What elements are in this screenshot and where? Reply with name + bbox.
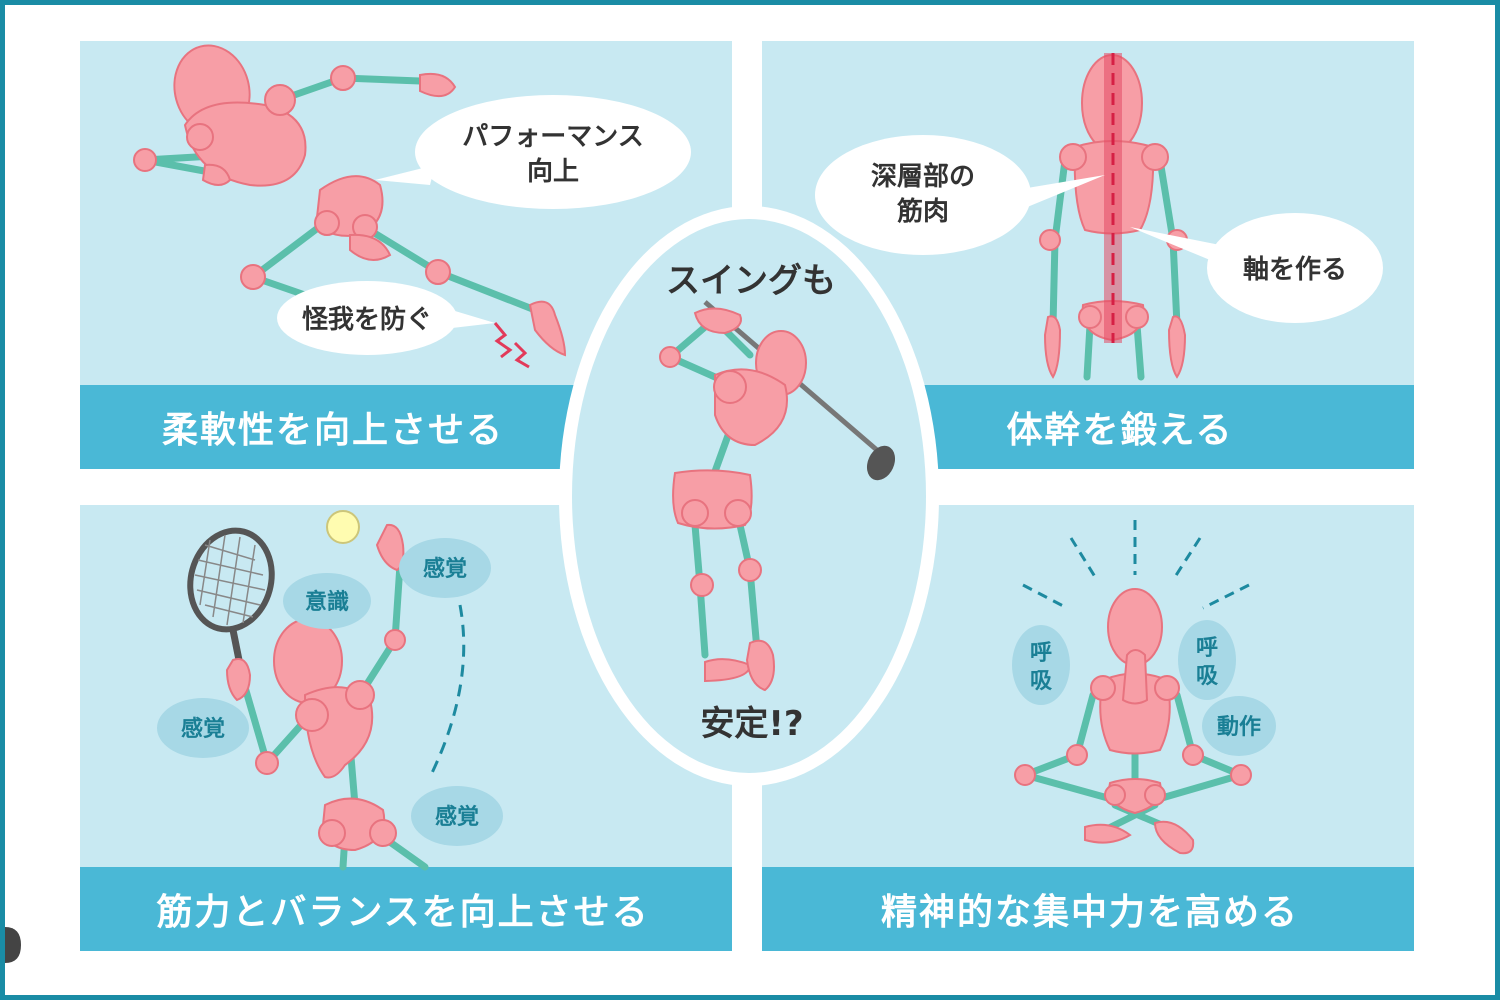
oval-awareness-label: 意識	[305, 589, 349, 615]
banner-focus	[762, 867, 1414, 951]
oval-breath-left-2: 吸	[1030, 669, 1053, 694]
tennis-figure	[187, 510, 466, 871]
oval-breath-right-2: 吸	[1196, 664, 1219, 689]
bubble-axis: 軸を作る	[1130, 213, 1383, 323]
meditation-figure	[1014, 520, 1252, 855]
oval-breath-left-1: 呼	[1030, 641, 1052, 666]
banner-core-label: 体幹を鍛える	[1007, 409, 1234, 451]
oval-sense-bottom-label: 感覚	[435, 804, 479, 830]
bubble-performance-line1: パフォーマンス	[462, 122, 643, 152]
banner-balance-label: 筋力とバランスを向上させる	[156, 892, 649, 933]
center-top-text: スイングも	[666, 261, 836, 301]
bubble-deep-muscle: 深層部の 筋肉	[815, 135, 1105, 255]
bubble-deep-line2: 筋肉	[897, 196, 949, 227]
lightning-zigzag-icon	[493, 322, 513, 359]
oval-sense-left-label: 感覚	[181, 716, 225, 742]
oval-breath-left: 呼 吸	[1012, 625, 1070, 705]
oval-sense-left: 感覚	[157, 698, 249, 758]
tennis-ball-icon	[326, 510, 360, 544]
bubble-injury-label: 怪我を防ぐ	[302, 305, 432, 335]
oval-breath-right: 呼 吸	[1178, 620, 1236, 700]
bubble-injury: 怪我を防ぐ	[277, 281, 495, 355]
oval-sense-top-label: 感覚	[423, 556, 467, 582]
bubble-performance: パフォーマンス 向上	[375, 95, 691, 209]
bubble-deep-line1: 深層部の	[871, 162, 975, 192]
infographic-artwork: 柔軟性を向上させる 体幹を鍛える 筋力とバランスを向上させる 精神的な集中力を高…	[5, 41, 1414, 963]
core-figure	[1039, 53, 1188, 381]
oval-breath-right-1: 呼	[1196, 636, 1218, 661]
golf-figure	[659, 300, 896, 692]
oval-motion-label: 動作	[1217, 715, 1261, 740]
banner-focus-label: 精神的な集中力を高める	[881, 892, 1299, 933]
edge-marker-icon	[5, 927, 21, 963]
oval-sense-bottom: 感覚	[411, 786, 503, 846]
oval-awareness: 意識	[283, 573, 371, 629]
oval-motion: 動作	[1202, 696, 1276, 756]
center-bottom-text: 安定!?	[700, 704, 803, 744]
banner-flexibility-label: 柔軟性を向上させる	[162, 410, 504, 451]
bubble-performance-line2: 向上	[527, 156, 579, 187]
running-figure	[133, 44, 567, 357]
lightning-zigzag-icon-small	[513, 341, 530, 369]
oval-sense-top: 感覚	[399, 538, 491, 598]
bubble-axis-label: 軸を作る	[1243, 254, 1347, 285]
banner-balance	[80, 867, 732, 951]
